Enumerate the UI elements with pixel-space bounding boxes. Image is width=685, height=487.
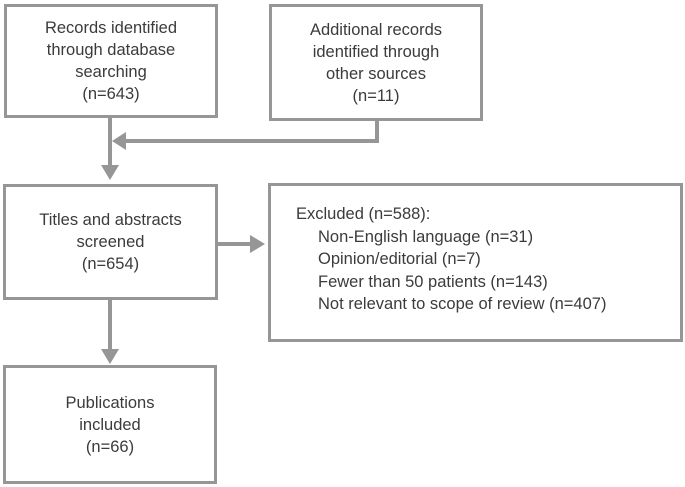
box-text-line: searching xyxy=(75,63,147,81)
excluded-item: Fewer than 50 patients (n=143) xyxy=(318,272,548,291)
excluded-item: Not relevant to scope of review (n=407) xyxy=(318,295,607,313)
excluded-item: Opinion/editorial (n=7) xyxy=(318,250,481,268)
box-text-line: through database xyxy=(46,41,176,59)
box-text-line: Titles and abstracts xyxy=(39,211,182,229)
arrow-records-to-screened-line xyxy=(108,118,112,167)
box-text-line: Publications xyxy=(65,393,155,412)
box-text-line: (n=654) xyxy=(81,255,140,273)
box-text-line: identified through xyxy=(312,42,440,61)
arrow-screened-to-included-line xyxy=(108,300,112,350)
arrow-additional-elbow-hline xyxy=(126,139,379,143)
arrow-screened-to-excluded-line xyxy=(218,242,251,246)
arrow-left-head-icon xyxy=(112,132,126,150)
box-text-line: included xyxy=(79,415,141,434)
box-text-line: (n=11) xyxy=(352,86,400,105)
box-records-identified: Records identified through database sear… xyxy=(4,4,218,118)
excluded-title: Excluded (n=588): xyxy=(296,205,431,223)
box-text-line: other sources xyxy=(326,64,426,83)
box-excluded-reasons: Excluded (n=588): Non-English language (… xyxy=(268,183,683,342)
arrow-down-head-icon xyxy=(101,349,119,364)
box-text-line: (n=643) xyxy=(82,85,140,103)
box-text-line: Additional records xyxy=(309,20,443,39)
arrow-right-head-icon xyxy=(250,235,265,253)
excluded-item: Non-English language (n=31) xyxy=(318,227,534,246)
box-additional-records: Additional records identified through ot… xyxy=(269,4,483,121)
box-publications-included: Publications included (n=66) xyxy=(3,365,217,484)
box-titles-abstracts-screened: Titles and abstracts screened (n=654) xyxy=(3,184,218,300)
arrow-additional-elbow-vline xyxy=(375,121,379,143)
arrow-down-head-icon xyxy=(101,165,119,180)
box-text-line: Records identified xyxy=(44,19,178,37)
box-text-line: screened xyxy=(76,233,145,251)
box-text-line: (n=66) xyxy=(85,437,135,456)
